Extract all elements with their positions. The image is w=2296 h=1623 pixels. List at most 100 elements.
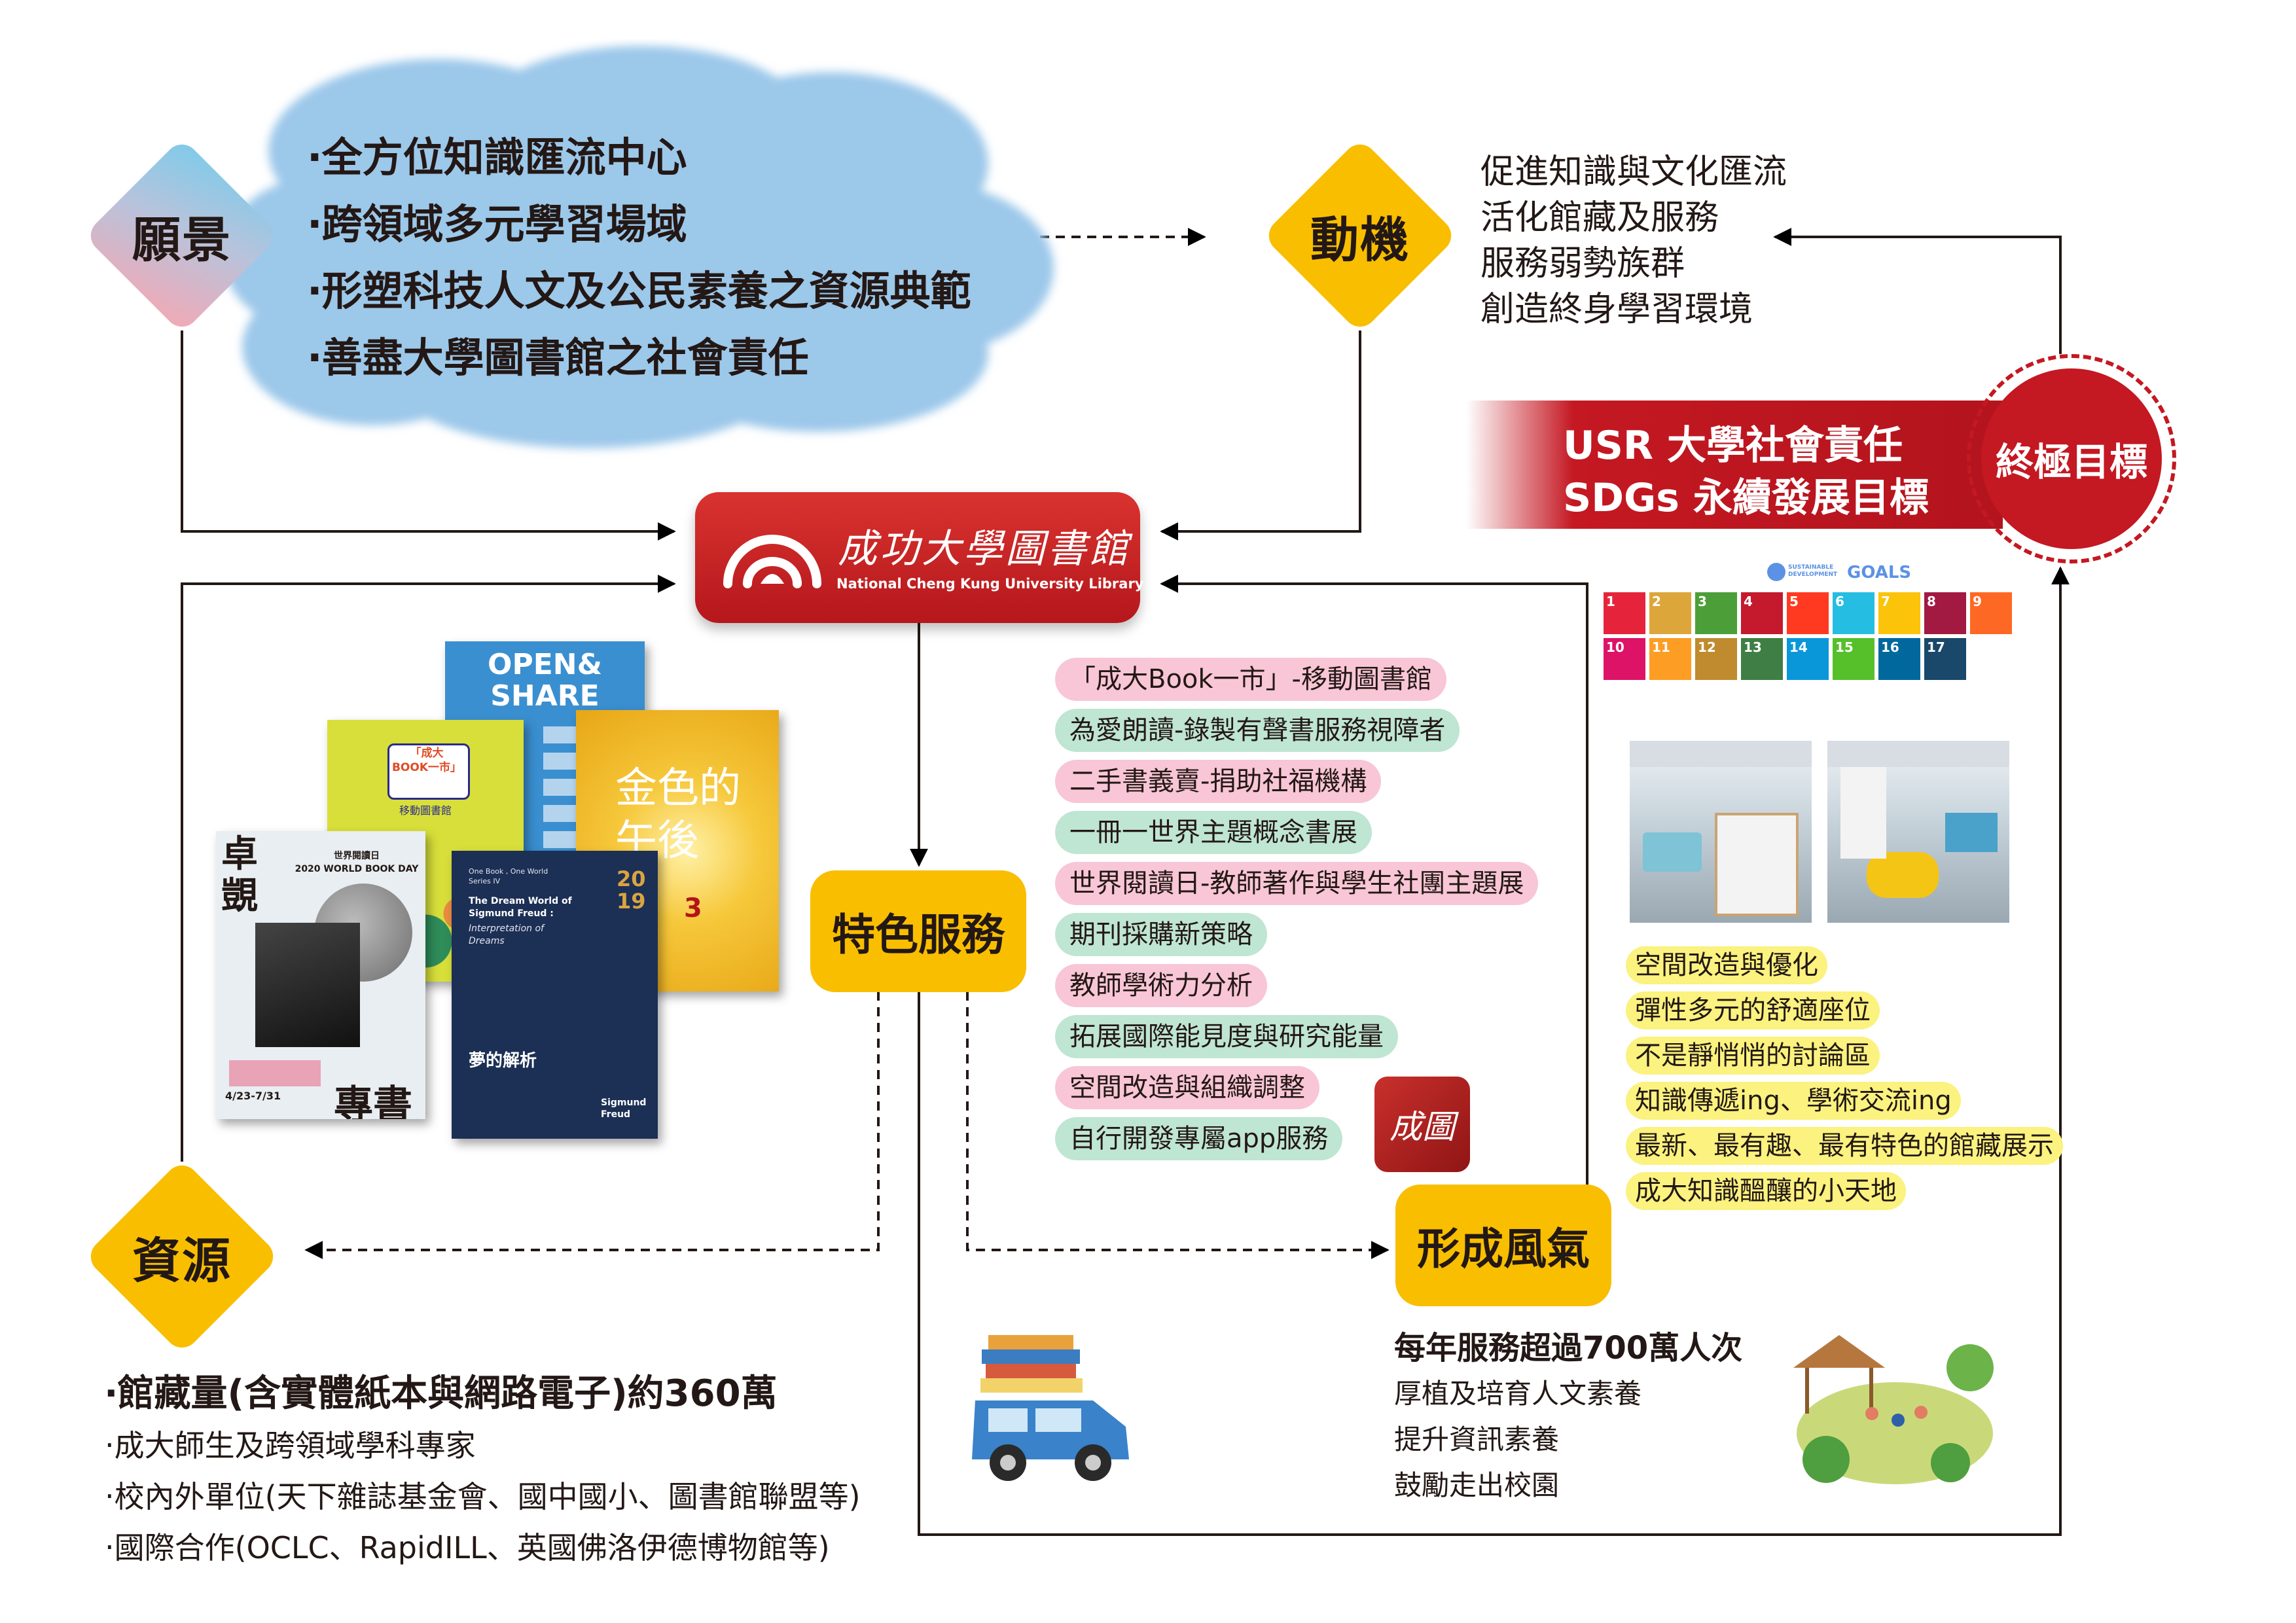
world-book-day-book: 卓 覬 世界閱讀日 2020 WORLD BOOK DAY 4/23-7/31 …	[216, 831, 425, 1119]
dream-title-2: Sigmund Freud :	[469, 908, 554, 919]
space-item: 彈性多元的舒適座位	[1626, 991, 1880, 1029]
sdg-goal-number: 4	[1744, 594, 1753, 609]
atmosphere-label: 形成風氣	[1417, 1224, 1590, 1274]
sdg-goal-tile: 8	[1924, 592, 1966, 634]
sdg-goal-number: 13	[1744, 639, 1762, 655]
sdg-logo-prefix: SUSTAINABLE DEVELOPMENT	[1788, 564, 1838, 578]
features-to-resources-dashed-arrow	[304, 991, 880, 1259]
ultimate-goal-circle: 終極目標	[1981, 368, 2162, 549]
dream-title-1: The Dream World of	[469, 896, 572, 906]
world-book-day-side-2: 覬	[221, 875, 258, 918]
feature-tag: 拓展國際能見度與研究能量	[1055, 1015, 1398, 1058]
motivation-list: 促進知識與文化匯流 活化館藏及服務 服務弱勢族群 創造終身學習環境	[1480, 149, 1787, 332]
atmosphere-to-library-arrow	[1160, 575, 1588, 1186]
motivation-item: 活化館藏及服務	[1480, 198, 1719, 238]
atmosphere-main: 每年服務超過700萬人次	[1394, 1330, 1743, 1366]
dream-author-1: Sigmund	[601, 1097, 647, 1108]
world-book-day-date: 4/23-7/31	[225, 1090, 281, 1102]
dream-year-1: 20	[617, 866, 646, 891]
loop-to-ultimate-arrow	[918, 566, 2070, 1536]
sdg-goal-number: 8	[1927, 594, 1936, 609]
un-emblem-icon	[1767, 563, 1785, 581]
sdg-goal-tile: 4	[1741, 592, 1783, 634]
vision-item: ‧跨領域多元學習場域	[308, 200, 687, 248]
feature-tag: 世界閱讀日-教師著作與學生社團主題展	[1055, 862, 1539, 905]
sdgs-line: SDGs 永續發展目標	[1563, 475, 1929, 521]
library-logo-box: 成功大學圖書館 National Cheng Kung University L…	[695, 492, 1144, 623]
atmosphere-item: 厚植及培育人文素養	[1394, 1378, 1642, 1410]
dream-title-cn: 夢的解析	[469, 1051, 537, 1071]
sdg-logo-goals: GOALS	[1847, 563, 1912, 582]
book-market-line-2: BOOK一市」	[391, 761, 462, 774]
space-item: 成大知識醞釀的小天地	[1626, 1172, 1906, 1210]
open-share-title-1: OPEN&	[488, 648, 602, 681]
sdg-goal-number: 16	[1881, 639, 1899, 655]
dream-year-2: 19	[617, 889, 646, 914]
sdg-goal-tile: 14	[1787, 638, 1829, 680]
sdg-goal-tile: 6	[1833, 592, 1874, 634]
atmosphere-box: 形成風氣	[1395, 1185, 1611, 1306]
motivation-label: 動機	[1310, 211, 1410, 268]
world-book-day-side-1: 卓	[221, 833, 258, 876]
sdg-goal-tile: 2	[1649, 592, 1691, 634]
dream-sub-1: Interpretation of	[469, 923, 544, 934]
vision-label: 願景	[132, 211, 232, 268]
open-share-title-2: SHARE	[490, 679, 600, 713]
sdg-goal-tile: 10	[1604, 638, 1645, 680]
sdg-goal-tile: 16	[1878, 638, 1920, 680]
motivation-to-library-arrow	[1160, 330, 1361, 541]
dream-series-1: One Book , One World	[469, 867, 548, 876]
library-name-en: National Cheng Kung University Library	[836, 576, 1144, 592]
sdg-goal-number: 9	[1973, 594, 1982, 609]
sdg-goal-number: 10	[1606, 639, 1624, 655]
dream-world-book: One Book , One World Series IV The Dream…	[452, 851, 658, 1139]
sdg-goal-number: 11	[1652, 639, 1670, 655]
resources-item: ‧國際合作(OCLC、RapidILL、英國佛洛伊德博物館等)	[105, 1530, 830, 1565]
world-book-day-subtitle: 2020 WORLD BOOK DAY	[295, 864, 419, 874]
usr-sdgs-banner: USR 大學社會責任 SDGs 永續發展目標	[1466, 401, 2003, 529]
resources-main: ‧館藏量(含實體紙本與網路電子)約360萬	[105, 1372, 778, 1415]
ultimate-goal-label: 終極目標	[1995, 440, 2147, 484]
sdg-goal-tile: 3	[1695, 592, 1737, 634]
space-item: 不是靜悄悄的討論區	[1626, 1037, 1880, 1075]
vision-diamond: 願景	[84, 137, 280, 334]
dream-sub-2: Dreams	[469, 936, 505, 946]
dream-series-2: Series IV	[469, 877, 501, 885]
sdg-goal-number: 2	[1652, 594, 1661, 609]
resources-label: 資源	[132, 1232, 232, 1289]
resources-item: ‧成大師生及跨領域學科專家	[105, 1428, 476, 1463]
features-to-atmosphere-dashed-arrow	[966, 991, 1390, 1259]
motivation-item: 服務弱勢族群	[1480, 244, 1685, 283]
ultimate-goal-ring	[1967, 354, 2176, 563]
park-illustration	[1793, 1335, 1994, 1484]
sdg-goal-number: 5	[1789, 594, 1799, 609]
dream-author-2: Freud	[601, 1109, 631, 1120]
feature-tag: 為愛朗讀-錄製有聲書服務視障者	[1055, 709, 1460, 752]
resources-to-library-arrow	[181, 575, 676, 1162]
resources-diamond: 資源	[84, 1158, 280, 1355]
feature-tag: 教師學術力分析	[1055, 964, 1267, 1007]
world-book-day-title: 世界閱讀日	[334, 851, 380, 861]
space-item: 空間改造與優化	[1626, 946, 1827, 984]
sdg-goal-tile: 1	[1604, 592, 1645, 634]
library-space-photo	[1630, 741, 1812, 923]
vision-to-library-arrow	[181, 330, 676, 541]
sdg-goal-number: 1	[1606, 594, 1615, 609]
book-market-line-1: 「成大	[410, 747, 444, 760]
library-lounge-photo	[1827, 741, 2009, 923]
app-icon-text: 成圖	[1390, 1108, 1455, 1146]
motivation-item: 創造終身學習環境	[1480, 290, 1753, 329]
feature-tag: 二手書義賣-捐助社福機構	[1055, 760, 1382, 803]
vision-item: ‧全方位知識匯流中心	[308, 134, 687, 181]
features-box: 特色服務	[810, 870, 1026, 992]
library-emblem-icon	[723, 535, 821, 588]
sdg-goal-tile: 13	[1741, 638, 1783, 680]
sdg-goal-tile: 11	[1649, 638, 1691, 680]
book-market-line-3: 移動圖書館	[399, 804, 452, 817]
sdg-goal-number: 3	[1698, 594, 1707, 609]
resources-item: ‧校內外單位(天下雜誌基金會、國中國小、圖書館聯盟等)	[105, 1479, 861, 1514]
atmosphere-list: 每年服務超過700萬人次 厚植及培育人文素養 提升資訊素養 鼓勵走出校園	[1394, 1325, 1742, 1508]
sdg-goal-number: 17	[1927, 639, 1945, 655]
vision-cloud	[223, 46, 1054, 448]
vision-item: ‧形塑科技人文及公民素養之資源典範	[308, 267, 971, 315]
